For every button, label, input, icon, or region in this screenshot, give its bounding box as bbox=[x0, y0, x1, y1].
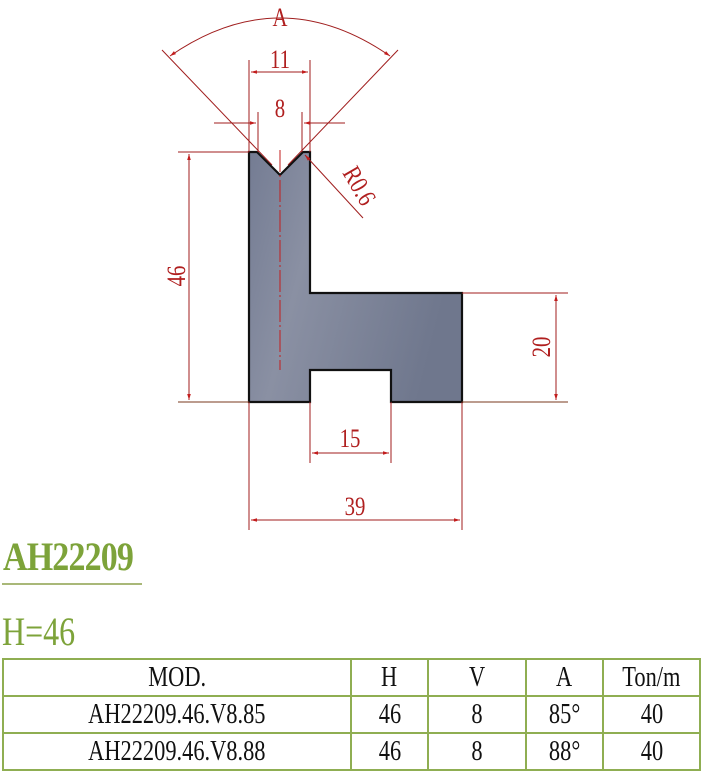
table-header-row: MOD. H V A Ton/m bbox=[2, 658, 701, 697]
cell-mod: AH22209.46.V8.88 bbox=[2, 732, 352, 771]
cell-v: 8 bbox=[427, 695, 527, 734]
v-opening-label: 8 bbox=[275, 95, 285, 124]
technical-drawing: A 11 8 R0.6 46 20 15 bbox=[161, 4, 568, 530]
angle-label: A bbox=[272, 4, 287, 33]
cell-a: 88° bbox=[525, 732, 604, 771]
slot-width-dimension bbox=[309, 402, 392, 463]
header-ton: Ton/m bbox=[602, 658, 701, 697]
cell-mod: AH22209.46.V8.85 bbox=[2, 695, 352, 734]
top-width-dimension bbox=[248, 60, 311, 152]
top-width-label: 11 bbox=[270, 46, 290, 75]
slot-width-label: 15 bbox=[340, 425, 361, 454]
cell-h: 46 bbox=[350, 695, 429, 734]
header-v: V bbox=[427, 658, 527, 697]
header-a: A bbox=[525, 658, 604, 697]
cell-ton: 40 bbox=[602, 695, 701, 734]
angle-dimension bbox=[161, 17, 399, 166]
cell-a: 85° bbox=[525, 695, 604, 734]
cell-h: 46 bbox=[350, 732, 429, 771]
table-row: AH22209.46.V8.88 46 8 88° 40 bbox=[2, 732, 701, 771]
cell-ton: 40 bbox=[602, 732, 701, 771]
title-underline bbox=[2, 583, 142, 585]
die-profile bbox=[247, 150, 464, 404]
header-h: H bbox=[350, 658, 429, 697]
height-spec: H=46 bbox=[2, 609, 76, 654]
radius-label: R0.6 bbox=[336, 162, 381, 211]
product-code: AH22209 bbox=[3, 534, 134, 579]
flange-height-label: 20 bbox=[528, 337, 557, 358]
height-label: 46 bbox=[163, 265, 192, 286]
cell-v: 8 bbox=[427, 732, 527, 771]
header-mod: MOD. bbox=[2, 658, 352, 697]
table-row: AH22209.46.V8.85 46 8 85° 40 bbox=[2, 695, 701, 734]
v-opening-dimension bbox=[214, 112, 345, 152]
total-width-dimension bbox=[248, 402, 463, 530]
radius-leader bbox=[304, 154, 364, 219]
total-width-label: 39 bbox=[345, 493, 366, 522]
spec-table: MOD. H V A Ton/m AH22209.46.V8.85 46 8 8… bbox=[2, 658, 701, 771]
